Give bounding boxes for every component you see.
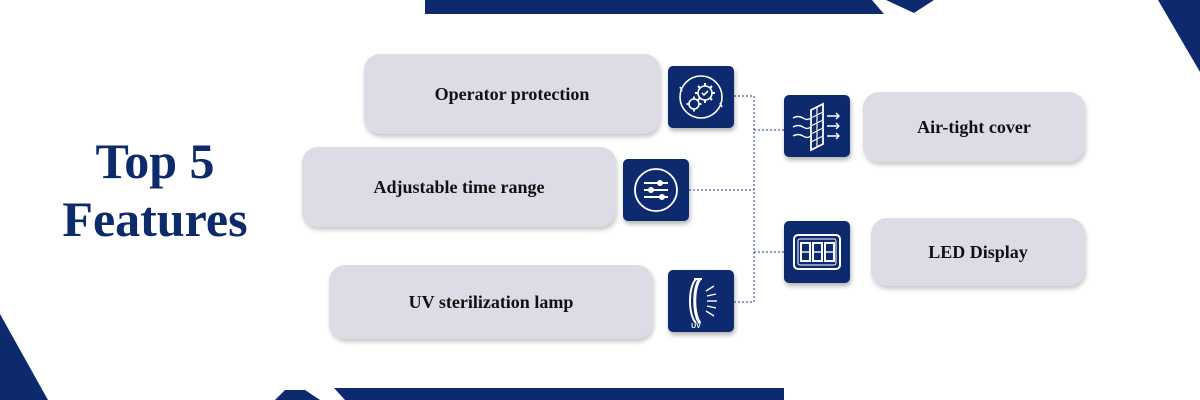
feature-label: LED Display [928, 241, 1028, 262]
feature-uv-sterilization-lamp: UV sterilization lamp [329, 265, 653, 339]
bottom-band-notch [275, 390, 320, 400]
feature-label: Operator protection [434, 83, 590, 104]
left-corner-band [0, 314, 48, 400]
feature-adjustable-time-range: Adjustable time range [302, 147, 616, 227]
bottom-band [334, 388, 784, 400]
airflow-filter-icon [784, 95, 850, 157]
title-line-2: Features [62, 191, 248, 247]
feature-label: UV sterilization lamp [408, 291, 574, 312]
title-line-1: Top 5 [95, 133, 215, 189]
feature-label: Air-tight cover [917, 116, 1031, 137]
gears-check-icon [668, 66, 734, 128]
feature-operator-protection: Operator protection [364, 54, 660, 134]
uv-icon-label: UV [691, 323, 701, 329]
feature-label: Adjustable time range [373, 176, 545, 197]
page-title: Top 5 Features [40, 132, 270, 248]
sliders-icon [623, 159, 689, 221]
uv-lamp-icon: UV [668, 270, 734, 332]
feature-led-display: LED Display [871, 218, 1085, 286]
right-corner-band [1158, 0, 1200, 72]
top-band-notch [886, 0, 934, 13]
top-band [425, 0, 884, 14]
feature-air-tight-cover: Air-tight cover [863, 92, 1085, 162]
led-display-icon [784, 221, 850, 283]
